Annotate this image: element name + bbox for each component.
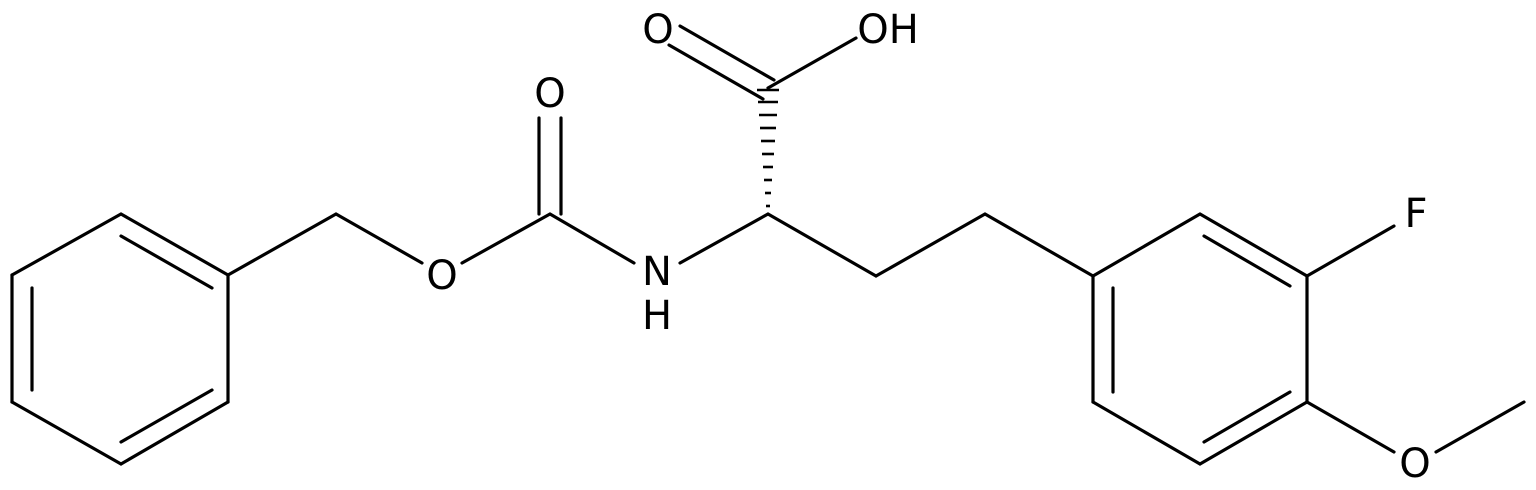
ester-oxygen-label: O: [426, 253, 457, 299]
amide-hydrogen-label: H: [642, 293, 672, 339]
carbonyl-oxygen-carbamate-label: O: [534, 71, 565, 117]
methoxy-oxygen-label: O: [1399, 441, 1430, 487]
hashed-wedge-bond: [757, 88, 779, 208]
amide-nitrogen-label: N: [642, 249, 672, 295]
amino-acid-backbone: [667, 24, 1095, 278]
carbonyl-oxygen-acid-label: O: [642, 7, 673, 53]
fluoro-methoxy-phenyl-ring: [1091, 212, 1526, 466]
benzyl-ring: [10, 212, 230, 466]
fluorine-label: F: [1404, 191, 1427, 237]
hydroxyl-label: OH: [857, 7, 919, 53]
carbamate-linker: [226, 116, 770, 277]
